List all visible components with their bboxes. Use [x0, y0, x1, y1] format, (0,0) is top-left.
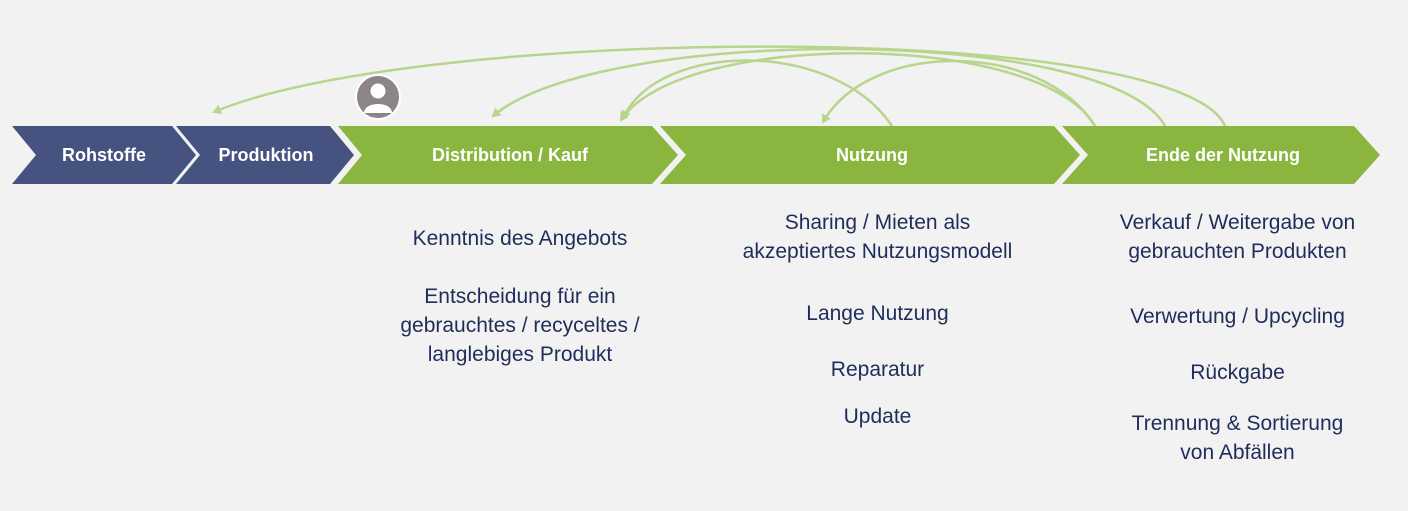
loop-arrow-to-distribution — [491, 47, 1167, 127]
nutzung-column: Sharing / Mieten als akzeptiertes Nutzun… — [700, 208, 1055, 431]
dist-item-decision-line1: Entscheidung für ein — [424, 285, 616, 308]
stage-ende: Ende der Nutzung — [1062, 126, 1380, 184]
stage-rohstoffe: Rohstoffe — [12, 126, 196, 184]
nutz-item-sharing-line2: akzeptiertes Nutzungsmodell — [742, 240, 1013, 263]
ende-item-separation-line2: von Abfällen — [1180, 441, 1295, 464]
nutz-item-long-use: Lange Nutzung — [806, 302, 949, 325]
user-icon — [355, 74, 401, 120]
loop-arrow-to-nutzung — [821, 59, 1097, 127]
loop-arrow-nutzung-to-distribution — [621, 59, 894, 127]
stage-label-distribution: Distribution / Kauf — [432, 145, 589, 165]
ende-item-separation-line1: Trennung & Sortierung — [1131, 412, 1344, 435]
nutz-item-update: Update — [843, 405, 912, 428]
chevron-nutzung — [660, 126, 1080, 184]
loop-arrow-to-produktion — [212, 45, 1227, 127]
dist-item-decision-line3: langlebiges Produkt — [427, 343, 613, 366]
chevron-ende — [1062, 126, 1380, 184]
stage-label-produktion: Produktion — [219, 145, 314, 165]
chevron-produktion — [176, 126, 354, 184]
stage-produktion: Produktion — [176, 126, 354, 184]
distribution-column: Kenntnis des Angebots Entscheidung für e… — [365, 224, 675, 369]
ende-item-upcycling: Verwertung / Upcycling — [1130, 305, 1345, 328]
ende-item-resale-line1: Verkauf / Weitergabe von — [1119, 211, 1356, 234]
stage-nutzung: Nutzung — [660, 126, 1080, 184]
nutz-item-repair: Reparatur — [830, 358, 925, 381]
ende-item-return: Rückgabe — [1190, 361, 1285, 384]
nutz-item-sharing-line1: Sharing / Mieten als — [784, 211, 971, 234]
ende-item-resale-line2: gebrauchten Produkten — [1128, 240, 1347, 263]
chevron-rohstoffe — [12, 126, 196, 184]
dist-item-decision-line2: gebrauchtes / recyceltes / — [400, 314, 640, 337]
loop-arrow-to-kauf — [619, 52, 1097, 127]
ende-column: Verkauf / Weitergabe von gebrauchten Pro… — [1080, 208, 1395, 467]
stage-distribution: Distribution / Kauf — [338, 126, 678, 184]
stage-label-nutzung: Nutzung — [836, 145, 908, 165]
dist-item-awareness: Kenntnis des Angebots — [412, 227, 628, 250]
stage-label-rohstoffe: Rohstoffe — [62, 145, 146, 165]
chevron-distribution — [338, 126, 678, 184]
stage-label-ende: Ende der Nutzung — [1146, 145, 1300, 165]
